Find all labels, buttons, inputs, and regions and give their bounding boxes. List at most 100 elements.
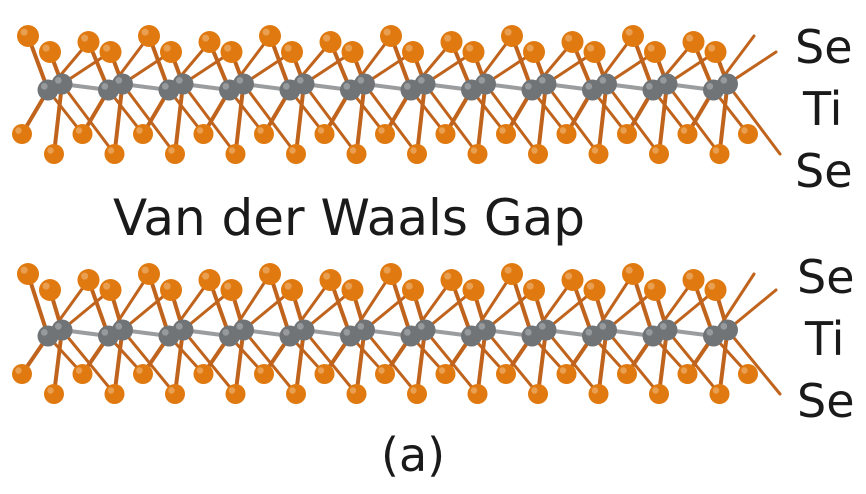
bottom-se-atom-highlight (224, 282, 232, 290)
top-se-atom-highlight (378, 127, 385, 134)
van-der-waals-gap-label: Van der Waals Gap (113, 189, 585, 247)
bottom-ti-atom-highlight (706, 328, 714, 336)
bottom-se-atom-highlight (349, 387, 357, 394)
top-se-atom (556, 124, 577, 144)
layer-top-se-lower-label: Se (795, 144, 853, 198)
bottom-ti-atom-highlight (54, 322, 62, 330)
bottom-se-atom (407, 384, 427, 404)
bottom-se-atom (39, 279, 61, 301)
bottom-se-ti-bond (536, 328, 548, 396)
top-se-atom (501, 25, 523, 47)
top-ti-atom-highlight (464, 82, 472, 90)
bottom-se-ti-bond (181, 328, 237, 396)
bottom-se-ti-bond (302, 328, 358, 396)
bottom-se-atom-highlight (405, 282, 413, 290)
bottom-se-atom (319, 269, 342, 291)
bottom-ti-atom (596, 319, 617, 341)
top-se-atom-highlight (526, 44, 534, 52)
bottom-ti-atom (717, 319, 738, 341)
top-se-ti-bond (605, 82, 661, 156)
top-se-atom-highlight (591, 147, 599, 154)
bottom-se-atom (99, 279, 122, 301)
top-se-atom (588, 144, 609, 164)
top-se-ti-bond (544, 82, 600, 156)
bottom-ti-atom-highlight (343, 328, 351, 336)
layer-bottom-se-lower-label: Se (797, 374, 855, 428)
top-se-ti-bond (657, 82, 669, 156)
bottom-se-atom (346, 384, 367, 404)
bottom-se-atom-highlight (565, 272, 573, 280)
top-se-atom-highlight (141, 28, 149, 36)
top-ti-atom-highlight (538, 76, 546, 84)
bottom-ti-atom-highlight (282, 328, 290, 336)
bottom-se-atom (583, 279, 606, 301)
top-ti-atom (717, 73, 738, 95)
top-se-atom (583, 41, 606, 63)
top-ti-atom-highlight (40, 82, 48, 90)
top-se-atom-highlight (565, 34, 573, 42)
bottom-se-atom (133, 364, 153, 384)
top-se-atom-highlight (410, 147, 417, 154)
bottom-ti-atom (233, 319, 254, 341)
top-se-ti-bond (596, 82, 609, 156)
bottom-se-atom (259, 263, 281, 285)
top-ti-atom-highlight (115, 76, 123, 84)
bottom-se-atom (220, 279, 243, 301)
bottom-se-ti-bond (544, 328, 600, 396)
top-ti-atom-highlight (236, 76, 244, 84)
bottom-ti-atom-highlight (478, 322, 486, 330)
bottom-se-atom (709, 384, 730, 404)
top-se-ti-bond (475, 82, 488, 156)
top-se-atom (341, 41, 364, 63)
bottom-se-atom-highlight (141, 266, 149, 274)
bottom-se-atom-highlight (228, 387, 236, 394)
top-se-atom (622, 25, 644, 47)
bottom-se-atom-highlight (289, 387, 296, 394)
top-ti-atom-highlight (478, 76, 486, 84)
bottom-ti-atom-highlight (524, 328, 532, 336)
bottom-se-atom (704, 279, 727, 301)
top-ti-atom (656, 73, 678, 95)
bottom-se-atom-highlight (410, 387, 417, 394)
bottom-se-ti-bond (726, 328, 782, 396)
bottom-ti-atom-highlight (357, 322, 365, 330)
top-ti-atom (233, 73, 254, 95)
top-se-atom-highlight (284, 44, 292, 52)
top-se-atom (644, 41, 666, 63)
top-ti-atom-highlight (585, 82, 593, 90)
bottom-ti-atom-highlight (464, 328, 472, 336)
top-se-atom-highlight (559, 127, 567, 134)
top-se-atom (402, 41, 424, 63)
top-se-ti-bond (484, 82, 540, 156)
top-se-atom-highlight (345, 44, 353, 52)
bottom-se-atom-highlight (652, 387, 659, 394)
bottom-se-atom (198, 269, 221, 291)
top-ti-atom-highlight (524, 82, 532, 90)
top-se-atom (435, 124, 456, 144)
top-se-atom-highlight (323, 34, 331, 42)
bottom-se-atom-highlight (15, 367, 22, 374)
top-se-atom (160, 41, 182, 63)
bottom-se-atom-highlight (42, 282, 50, 290)
bottom-se-atom (375, 364, 395, 384)
top-se-atom-highlight (317, 127, 325, 134)
top-se-atom-highlight (680, 127, 688, 134)
top-se-atom (617, 124, 637, 144)
bottom-ti-atom (293, 319, 315, 341)
bottom-se-atom-highlight (345, 282, 353, 290)
bottom-se-ti-bond (605, 328, 661, 396)
top-se-atom (39, 41, 61, 63)
top-se-atom (12, 124, 32, 144)
bottom-se-atom-highlight (438, 367, 446, 374)
top-se-ti-bond (52, 82, 64, 156)
bottom-se-atom-highlight (625, 266, 633, 274)
top-se-atom-highlight (42, 44, 50, 52)
bottom-se-atom (160, 279, 182, 301)
bottom-se-atom-highlight (107, 387, 115, 394)
top-se-atom-highlight (686, 34, 694, 42)
bottom-se-atom-highlight (136, 367, 143, 374)
bottom-se-atom (467, 384, 488, 404)
top-se-atom-highlight (405, 44, 413, 52)
top-se-atom (193, 124, 214, 144)
bottom-se-atom (165, 384, 185, 404)
